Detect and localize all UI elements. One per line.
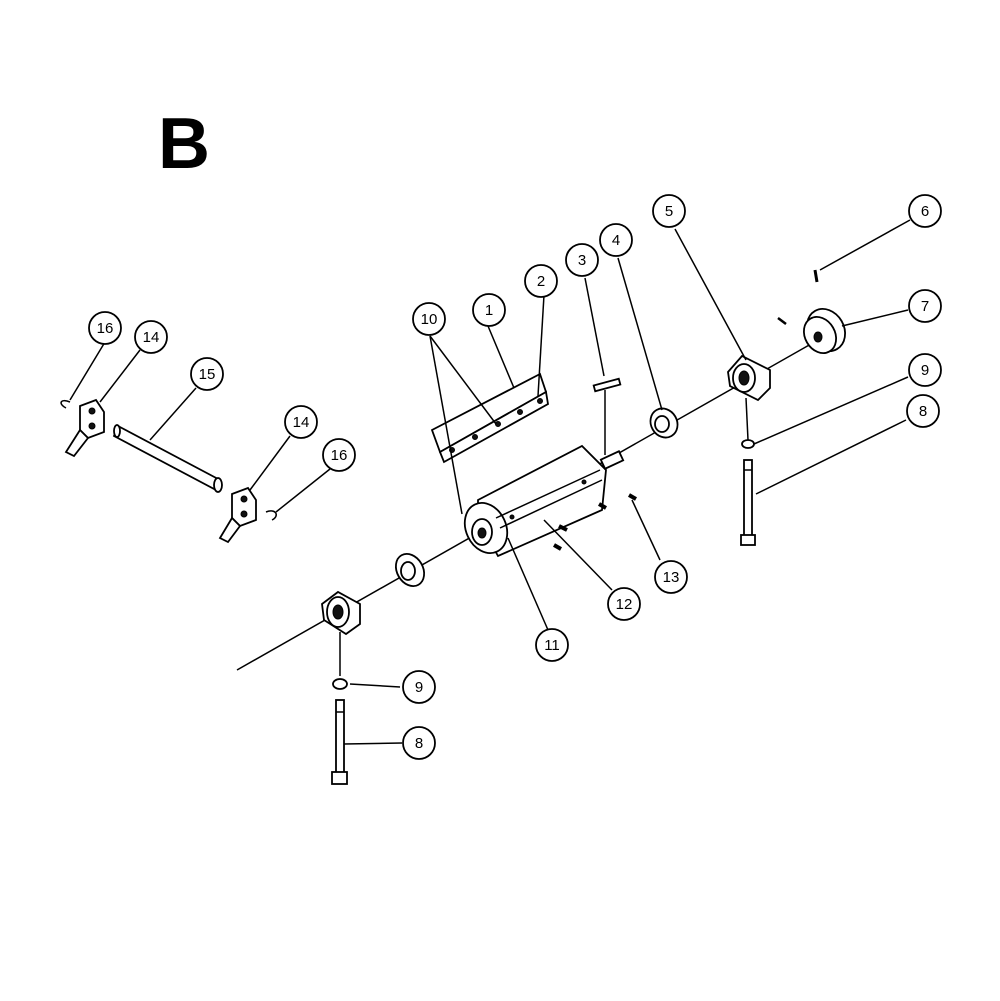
pin-6: [813, 269, 819, 283]
pulley: [803, 308, 846, 354]
cutterhead: [463, 444, 625, 558]
callout-15: 15: [190, 357, 224, 391]
callout-9-left: 9: [402, 670, 436, 704]
callout-1: 1: [472, 293, 506, 327]
washer-left: [332, 678, 348, 690]
callout-label: 9: [415, 679, 423, 696]
callout-14-right: 14: [284, 405, 318, 439]
callout-label: 11: [544, 637, 560, 654]
callout-label: 10: [421, 311, 438, 328]
callout-6: 6: [908, 194, 942, 228]
key: [592, 377, 622, 393]
callout-8-right: 8: [906, 394, 940, 428]
gib-screws: [553, 493, 637, 551]
callout-16-right: 16: [322, 438, 356, 472]
bearing-housing-left: [321, 590, 361, 636]
callout-9-right: 9: [908, 353, 942, 387]
callout-label: 2: [537, 273, 545, 290]
bearing-upper: [649, 407, 679, 439]
callout-label: 7: [921, 298, 929, 315]
callout-label: 8: [919, 403, 927, 420]
set-screw: [777, 317, 787, 325]
callout-13: 13: [654, 560, 688, 594]
clip-left: [60, 399, 71, 409]
callout-label: 5: [665, 203, 673, 220]
callout-3: 3: [565, 243, 599, 277]
callout-14-left: 14: [134, 320, 168, 354]
leader-lines: [69, 219, 911, 745]
callout-label: 16: [97, 320, 114, 337]
bolt-left: [331, 699, 348, 785]
callout-label: 8: [415, 735, 423, 752]
callout-label: 4: [612, 232, 620, 249]
callout-7: 7: [908, 289, 942, 323]
callout-label: 15: [199, 366, 216, 383]
callout-label: 14: [293, 414, 310, 431]
washer-right: [741, 439, 755, 449]
callout-label: 9: [921, 362, 929, 379]
bracket-left: [64, 398, 105, 458]
roller-shaft: [112, 424, 223, 493]
knife-and-gib: [430, 372, 549, 464]
bearing-lower: [394, 553, 426, 587]
callout-label: 6: [921, 203, 929, 220]
callout-label: 12: [616, 596, 633, 613]
housing-to-bolt-line: [745, 397, 749, 441]
callout-4: 4: [599, 223, 633, 257]
callout-label: 16: [331, 447, 348, 464]
bolt-right: [740, 459, 756, 546]
callout-11: 11: [535, 628, 569, 662]
callout-label: 3: [578, 252, 586, 269]
callout-12: 12: [607, 587, 641, 621]
clip-right: [265, 510, 277, 521]
bearing-housing-right: [727, 354, 771, 402]
callout-2: 2: [524, 264, 558, 298]
bracket-right: [218, 486, 257, 544]
callout-10: 10: [412, 302, 446, 336]
callout-label: 1: [485, 302, 493, 319]
section-letter: B: [158, 104, 210, 184]
callout-16-left: 16: [88, 311, 122, 345]
callout-label: 14: [143, 329, 160, 346]
callout-8-left: 8: [402, 726, 436, 760]
callout-label: 13: [663, 569, 680, 586]
callout-5: 5: [652, 194, 686, 228]
